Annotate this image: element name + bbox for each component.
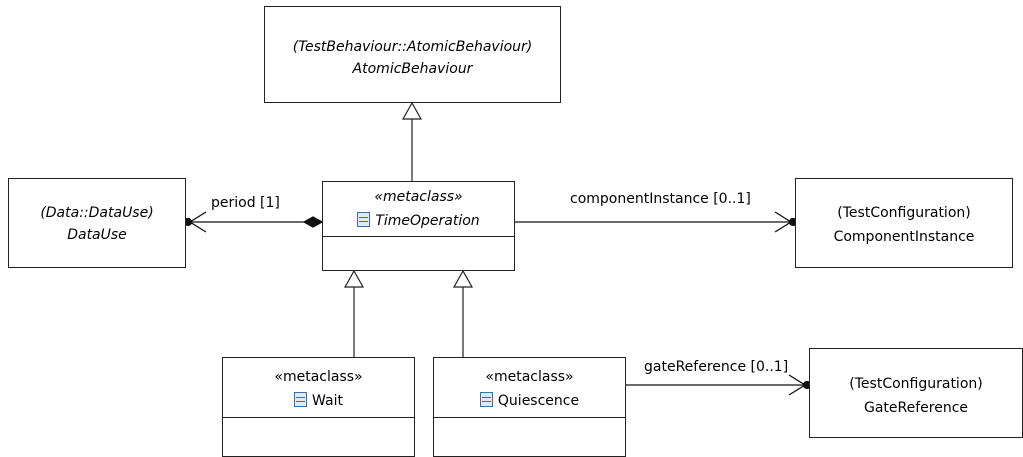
generalization-timeoperation-atomicbehaviour (401, 101, 423, 181)
class-datause-qualifier: (Data::DataUse) (40, 205, 154, 221)
class-wait-title: Wait (223, 392, 414, 410)
association-label-componentinstance: componentInstance [0..1] (570, 191, 751, 207)
class-atomicbehaviour[interactable]: (TestBehaviour::AtomicBehaviour) AtomicB… (264, 6, 561, 103)
class-quiescence-divider (434, 417, 625, 418)
class-atomicbehaviour-qualifier: (TestBehaviour::AtomicBehaviour) (292, 39, 533, 55)
class-componentinstance-qualifier: (TestConfiguration) (837, 205, 971, 221)
class-wait-name: Wait (312, 393, 343, 409)
class-timeoperation-name: TimeOperation (375, 213, 480, 229)
association-gatereference (626, 374, 812, 396)
class-timeoperation-stereotype: «metaclass» (374, 189, 463, 205)
class-timeoperation[interactable]: «metaclass» TimeOperation (322, 181, 515, 271)
connectors-layer (183, 101, 812, 396)
generalization-quiescence-timeoperation (452, 269, 474, 357)
class-timeoperation-title: TimeOperation (323, 212, 514, 230)
class-icon (357, 212, 371, 227)
class-gatereference[interactable]: (TestConfiguration) GateReference (809, 348, 1023, 438)
class-gatereference-name: GateReference (863, 400, 969, 416)
class-timeoperation-divider (323, 236, 514, 237)
class-quiescence-title: Quiescence (434, 392, 625, 410)
class-wait-divider (223, 417, 414, 418)
class-icon (294, 392, 308, 407)
class-datause[interactable]: (Data::DataUse) DataUse (8, 178, 186, 268)
class-quiescence-stereotype: «metaclass» (485, 369, 574, 385)
class-wait-stereotype: «metaclass» (274, 369, 363, 385)
association-period (183, 211, 324, 233)
class-componentinstance[interactable]: (TestConfiguration) ComponentInstance (795, 178, 1013, 268)
class-atomicbehaviour-name: AtomicBehaviour (352, 61, 473, 77)
class-wait[interactable]: «metaclass» Wait (222, 357, 415, 457)
association-label-gatereference: gateReference [0..1] (644, 359, 789, 375)
class-quiescence-name: Quiescence (497, 393, 580, 409)
class-componentinstance-name: ComponentInstance (833, 229, 975, 245)
class-datause-name: DataUse (67, 227, 127, 243)
class-quiescence[interactable]: «metaclass» Quiescence (433, 357, 626, 457)
association-label-period: period [1] (211, 195, 280, 211)
class-gatereference-qualifier: (TestConfiguration) (849, 376, 983, 392)
association-componentinstance (515, 211, 798, 233)
generalization-wait-timeoperation (343, 269, 365, 357)
class-icon (479, 392, 493, 407)
